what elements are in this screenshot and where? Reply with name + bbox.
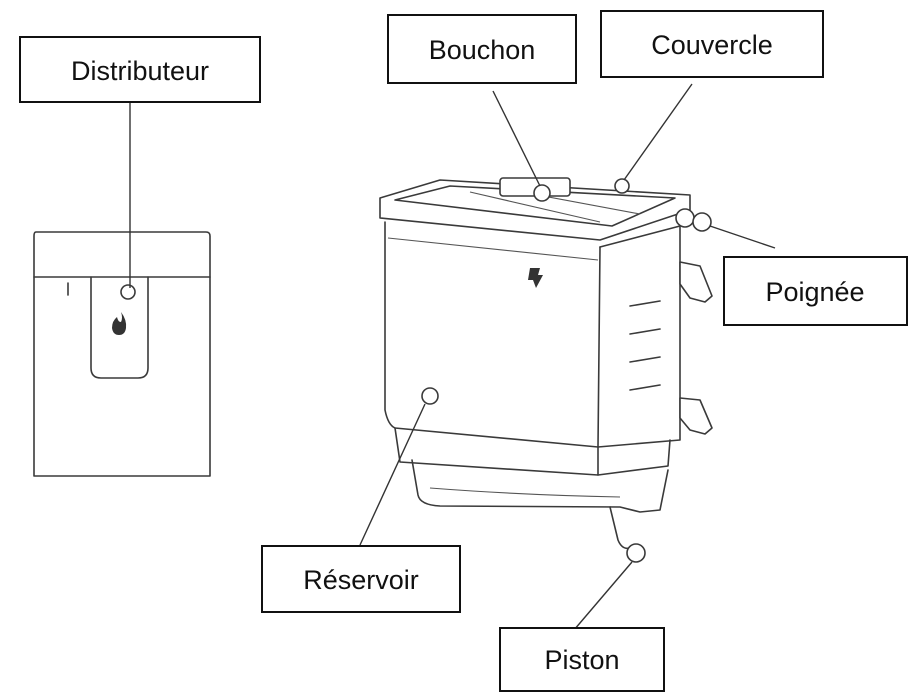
label-bouchon-text: Bouchon [429,35,536,65]
label-box [600,10,824,78]
brand-mark-icon [528,268,543,288]
tank-side-face [597,225,681,448]
tank-lower-band [394,427,599,476]
lid-groove-1 [469,191,601,223]
label-box [19,36,261,103]
leader-poignee [709,225,776,249]
label-box [499,627,665,692]
cap-bouchon [533,184,551,202]
label-box [723,256,908,326]
label-piston-text: Piston [544,645,619,675]
leader-reservoir [359,403,426,546]
handle-lower [679,397,713,435]
label-poignee: Poignée [723,256,908,326]
front-view-body [33,231,211,477]
piston-stem [609,506,631,550]
label-piston: Piston [499,627,665,692]
leader-couvercle [623,83,693,181]
label-distributeur-text: Distributeur [71,56,209,86]
tank-front-face [384,221,601,448]
leader-lines [129,83,776,631]
tank-front-inner-edge [387,237,599,261]
lid-couvercle [394,185,676,227]
leader-bouchon [492,90,541,187]
front-view-dispenser [33,231,211,477]
label-bouchon: Bouchon [387,14,577,84]
label-box [261,545,461,613]
tank-base [411,459,669,513]
label-poignee-text: Poignée [765,277,864,307]
hinge-right [692,212,712,232]
side-vents [629,300,661,391]
handle-upper [679,261,713,303]
hinge-left [675,208,695,228]
label-couvercle-text: Couvercle [651,30,773,60]
dispenser-outlet [120,284,136,300]
label-reservoir: Réservoir [261,545,461,613]
flame-icon [112,312,127,335]
lid-knob [614,178,630,194]
label-distributeur: Distributeur [19,36,261,103]
tank-3d-view [379,177,713,563]
label-box [387,14,577,84]
label-couvercle: Couvercle [600,10,824,78]
reservoir-port [421,387,439,405]
tank-lower-band-side [597,439,671,476]
tank-base-rim [429,487,621,498]
leader-piston [573,561,633,631]
piston-knob [626,543,646,563]
dispenser-panel [90,276,149,379]
label-reservoir-text: Réservoir [303,565,419,595]
